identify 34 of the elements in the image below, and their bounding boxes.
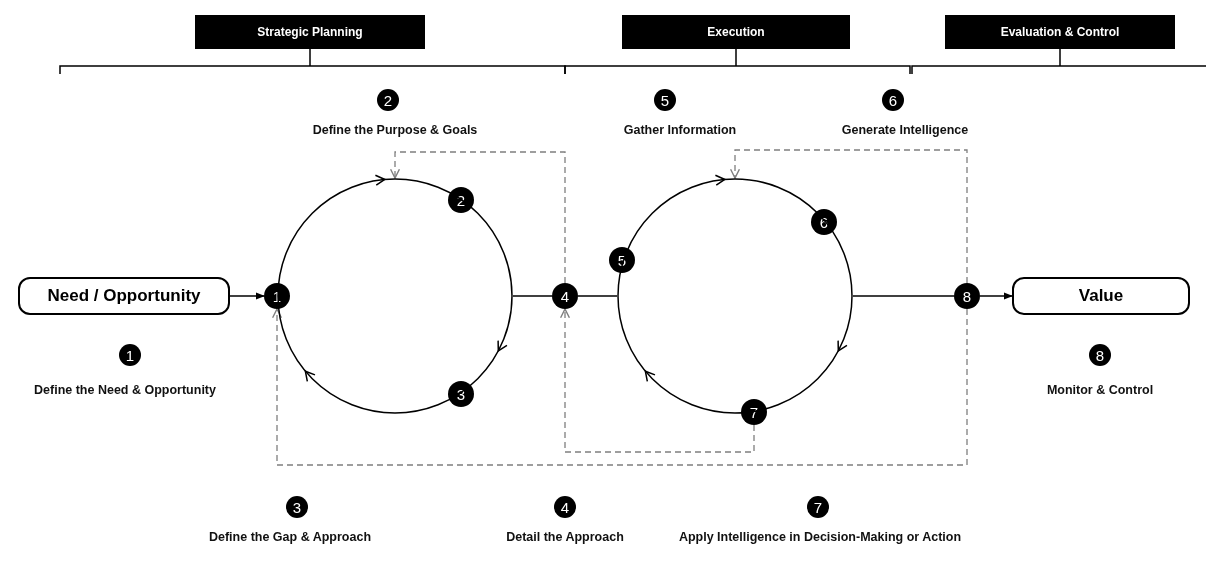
step-caption: Generate Intelligence xyxy=(840,122,970,139)
phase-label: Execution xyxy=(622,15,850,49)
phase-label: Evaluation & Control xyxy=(945,15,1175,49)
step-caption: Detail the Approach xyxy=(505,529,625,546)
step-number-badge: 6 xyxy=(882,89,904,111)
terminal-box: Need / Opportunity xyxy=(18,277,230,315)
terminal-box: Value xyxy=(1012,277,1190,315)
connector-line xyxy=(512,295,553,297)
connector-line xyxy=(852,295,955,297)
step-caption: Monitor & Control xyxy=(1045,382,1155,399)
step-caption: Define the Gap & Approach xyxy=(207,529,373,546)
step-number-badge: 4 xyxy=(552,283,578,309)
step-number-badge: 8 xyxy=(1089,344,1111,366)
step-caption: Define the Need & Opportunity xyxy=(33,382,217,399)
arrow xyxy=(979,292,1013,300)
feedback-arrow xyxy=(389,151,566,284)
step-number-badge: 2 xyxy=(377,89,399,111)
step-number-badge: 1 xyxy=(119,344,141,366)
step-number-badge: 8 xyxy=(954,283,980,309)
step-caption: Define the Purpose & Goals xyxy=(311,122,479,139)
arrow xyxy=(229,292,265,300)
connector-line xyxy=(577,295,618,297)
feedback-arrow xyxy=(271,308,968,466)
feedback-arrow xyxy=(729,149,968,284)
phase-label: Strategic Planning xyxy=(195,15,425,49)
step-number-badge: 5 xyxy=(609,247,635,273)
step-number-badge: 7 xyxy=(807,496,829,518)
step-caption: Apply Intelligence in Decision-Making or Action xyxy=(677,529,963,546)
feedback-arrow xyxy=(559,308,755,453)
step-number-badge: 3 xyxy=(286,496,308,518)
step-number-badge: 3 xyxy=(448,381,474,407)
step-caption: Gather Information xyxy=(622,122,738,139)
step-number-badge: 5 xyxy=(654,89,676,111)
step-number-badge: 4 xyxy=(554,496,576,518)
